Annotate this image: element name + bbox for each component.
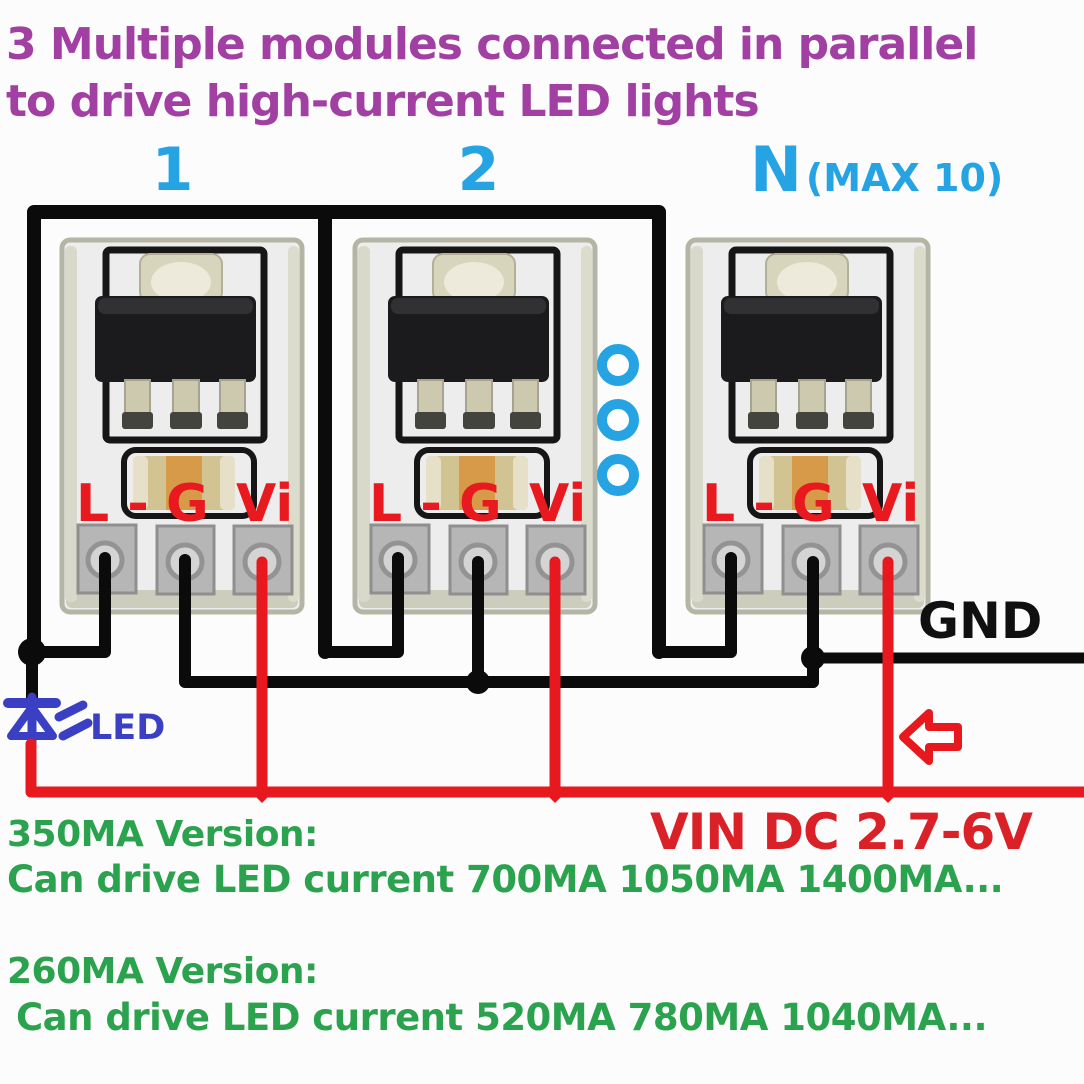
version-260ma-name: 260MA Version: [7, 951, 318, 992]
module-n-max-note: (MAX 10) [805, 156, 1004, 200]
led-symbol [3, 692, 93, 753]
junction-module2-gnd [466, 670, 490, 694]
ground-wiring [26, 554, 1084, 704]
version-350ma-capability: Can drive LED current 700MA 1050MA 1400M… [7, 858, 1004, 901]
title-line-2: to drive high-current LED lights [6, 76, 760, 127]
vin-voltage-label: VIN DC 2.7-6V [650, 803, 1033, 861]
module-n-letter: N [750, 133, 802, 206]
version-350ma-name: 350MA Version: [7, 814, 318, 855]
junction-dots [18, 638, 825, 694]
page-title: 3 Multiple modules connected in parallel… [6, 16, 1082, 130]
module-n [688, 240, 928, 612]
wire-module1-L [34, 552, 111, 658]
wire-moduleN-L [656, 552, 737, 658]
wire-top-bus [27, 205, 666, 659]
module-n-number: N(MAX 10) [750, 139, 1004, 216]
led-ray-1 [54, 700, 88, 722]
vin-wiring [25, 556, 1084, 798]
version-260ma-capability: Can drive LED current 520MA 780MA 1040MA… [16, 996, 988, 1039]
gnd-label: GND [918, 592, 1043, 650]
wire-vin-bus [25, 738, 1084, 798]
led-text-label: LED [90, 708, 166, 748]
junction-led-bus [18, 638, 46, 666]
led-minus-bus-wiring [27, 205, 737, 659]
module-1-number: 1 [151, 135, 194, 205]
title-line-1: 3 Multiple modules connected in parallel [6, 19, 978, 70]
led-ray-2 [58, 718, 93, 741]
module-2-number: 2 [457, 135, 500, 205]
wire-module2-L [322, 552, 404, 658]
module-2 [355, 240, 595, 612]
more-modules-icon [597, 344, 639, 496]
junction-moduleN-gnd [801, 646, 825, 670]
wire-ground-bus [179, 554, 819, 688]
vin-junctions [251, 781, 899, 803]
vin-input-arrow-icon [899, 709, 962, 765]
